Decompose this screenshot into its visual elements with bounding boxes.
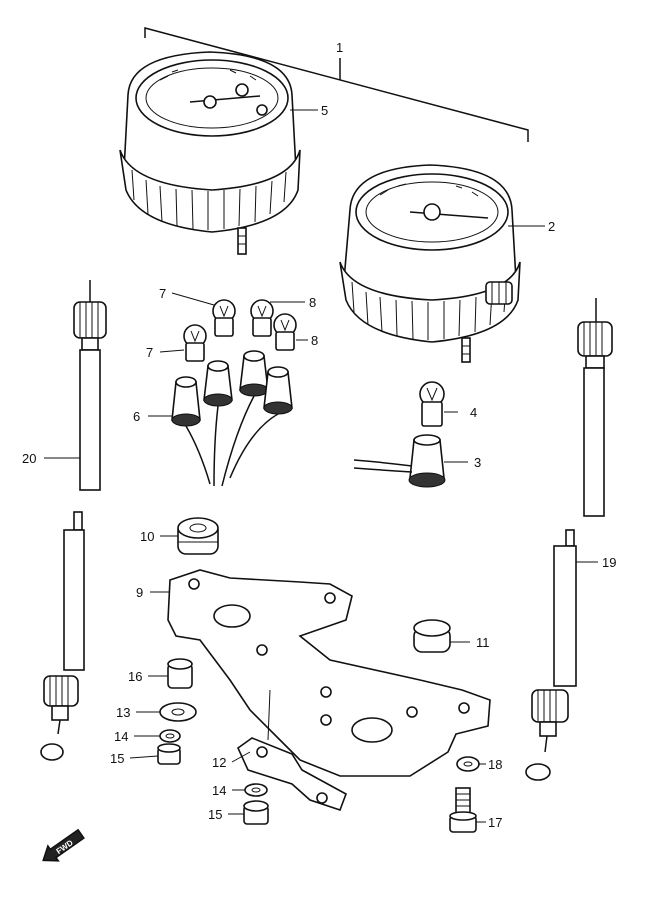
socket-3 — [353, 434, 446, 488]
bulb-7-upper — [212, 299, 236, 337]
callout-4: 4 — [470, 405, 477, 420]
callout-17: 17 — [488, 815, 502, 830]
callout-2: 2 — [548, 219, 555, 234]
socket-harness-6 — [171, 350, 293, 487]
clip-18 — [456, 756, 480, 772]
cable-20 — [40, 280, 107, 761]
bulb-8-upper — [250, 299, 274, 337]
callout-14-upper: 14 — [114, 729, 128, 744]
callout-7-upper: 7 — [159, 286, 166, 301]
callout-12: 12 — [212, 755, 226, 770]
bracket-plate-9 — [167, 569, 491, 777]
callout-13: 13 — [116, 705, 130, 720]
callout-18: 18 — [488, 757, 502, 772]
bulb-8-lower — [273, 313, 297, 351]
callout-7-lower: 7 — [146, 345, 153, 360]
callout-16: 16 — [128, 669, 142, 684]
bracket-12 — [236, 689, 347, 812]
lockwasher-14-lower — [244, 783, 268, 797]
callout-9: 9 — [136, 585, 143, 600]
callout-19: 19 — [602, 555, 616, 570]
callout-3: 3 — [474, 455, 481, 470]
washer-13 — [159, 702, 197, 722]
nut-15-upper — [157, 743, 181, 765]
callout-8-upper: 8 — [309, 295, 316, 310]
bolt-17 — [449, 787, 477, 833]
bulb-4 — [419, 381, 445, 427]
assembly-bracket — [144, 27, 529, 142]
callout-6: 6 — [133, 409, 140, 424]
bulb-7-lower — [183, 324, 207, 362]
cap-11 — [413, 619, 451, 653]
callout-15-upper: 15 — [110, 751, 124, 766]
leader-lines — [44, 109, 598, 823]
bulbs-7-8 — [183, 299, 297, 362]
fwd-arrow-icon: FWD — [42, 828, 85, 862]
damper-10 — [177, 517, 219, 555]
callout-11: 11 — [476, 635, 490, 650]
callout-14-lower: 14 — [212, 783, 226, 798]
callout-1: 1 — [336, 40, 343, 55]
callout-10: 10 — [140, 529, 154, 544]
gauge-right-2 — [339, 164, 521, 363]
cable-19 — [525, 298, 613, 781]
callout-15-lower: 15 — [208, 807, 222, 822]
nut-15-lower — [243, 800, 269, 825]
callout-5: 5 — [321, 103, 328, 118]
callout-8-lower: 8 — [311, 333, 318, 348]
collar-16 — [167, 658, 193, 689]
callout-labels: 1 5 2 7 8 7 8 6 4 3 20 10 9 11 16 13 14 … — [22, 40, 616, 830]
lockwasher-14-upper — [159, 729, 181, 743]
callout-20: 20 — [22, 451, 36, 466]
gauge-left-5 — [119, 51, 301, 255]
